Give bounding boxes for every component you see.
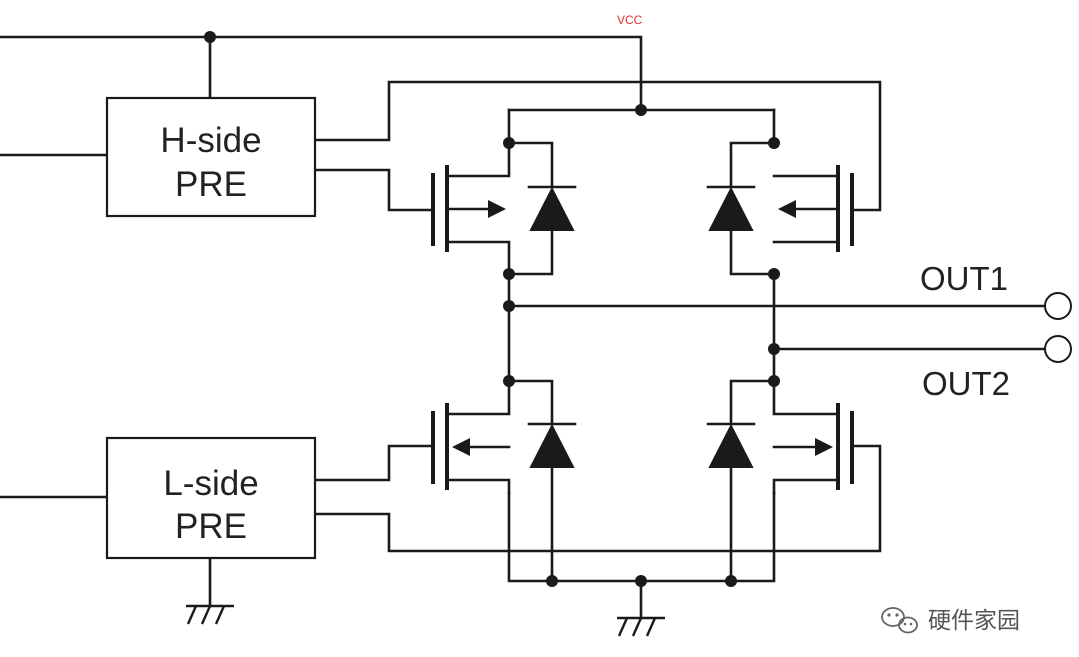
wechat-icon <box>881 607 918 634</box>
out2-terminal <box>1044 335 1072 363</box>
hside-pre-label-line1: H-side <box>160 121 261 160</box>
ground-symbol-lside <box>186 604 234 625</box>
diode-high-right <box>706 185 756 231</box>
wires <box>0 35 1047 620</box>
right-top-diode-top-wire <box>729 141 776 188</box>
watermark: 硬件家园 <box>881 607 1020 634</box>
right-top-diode-bot-wire <box>729 230 776 276</box>
out1-terminal <box>1044 292 1072 320</box>
hside-pre-label-line2: PRE <box>175 165 247 204</box>
vcc-label: VCC <box>617 13 643 27</box>
diode-low-left <box>527 422 577 468</box>
lside-gate-right-wire <box>313 444 882 553</box>
lside-pre-label-line2: PRE <box>175 507 247 546</box>
hside-gate-left-wire <box>313 168 435 212</box>
mosfet-high-left <box>431 141 511 276</box>
lside-pre-label-line1: L-side <box>163 464 258 503</box>
lside-pre-box: L-side PRE <box>105 436 317 560</box>
mosfet-low-right <box>772 379 854 495</box>
mosfet-low-left <box>431 379 511 495</box>
mosfet-high-right <box>772 165 854 252</box>
hside-gate-right-wire <box>313 80 882 212</box>
diode-high-left <box>527 185 577 231</box>
left-bot-diode-top-wire <box>507 379 554 426</box>
hside-pre-box: H-side PRE <box>105 96 317 218</box>
ground-symbol-bridge <box>617 616 665 637</box>
vcc-rail-wire <box>0 35 643 112</box>
diode-low-right <box>706 422 756 468</box>
out1-label: OUT1 <box>920 260 1008 297</box>
left-top-diode-top-wire <box>507 141 554 188</box>
watermark-text: 硬件家园 <box>928 608 1020 634</box>
lside-gate-left-wire <box>313 444 435 482</box>
left-top-diode-bot-wire <box>507 230 554 276</box>
right-bot-diode-top-wire <box>729 379 776 426</box>
out2-label: OUT2 <box>922 365 1010 402</box>
junction-dots <box>204 31 780 587</box>
source-bus-bottom <box>507 491 776 583</box>
